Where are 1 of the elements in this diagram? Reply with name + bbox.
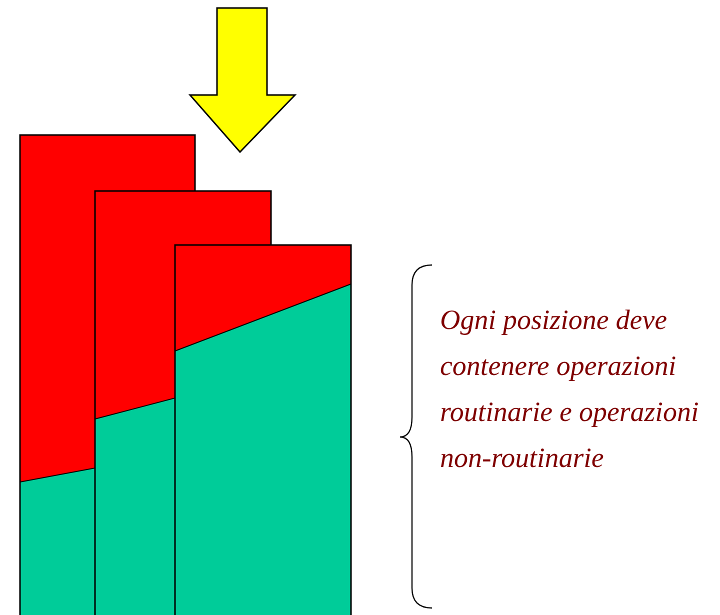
note-text: Ogni posizione deve contenere operazioni routinarie e operazioni non-routinarie — [440, 304, 700, 476]
